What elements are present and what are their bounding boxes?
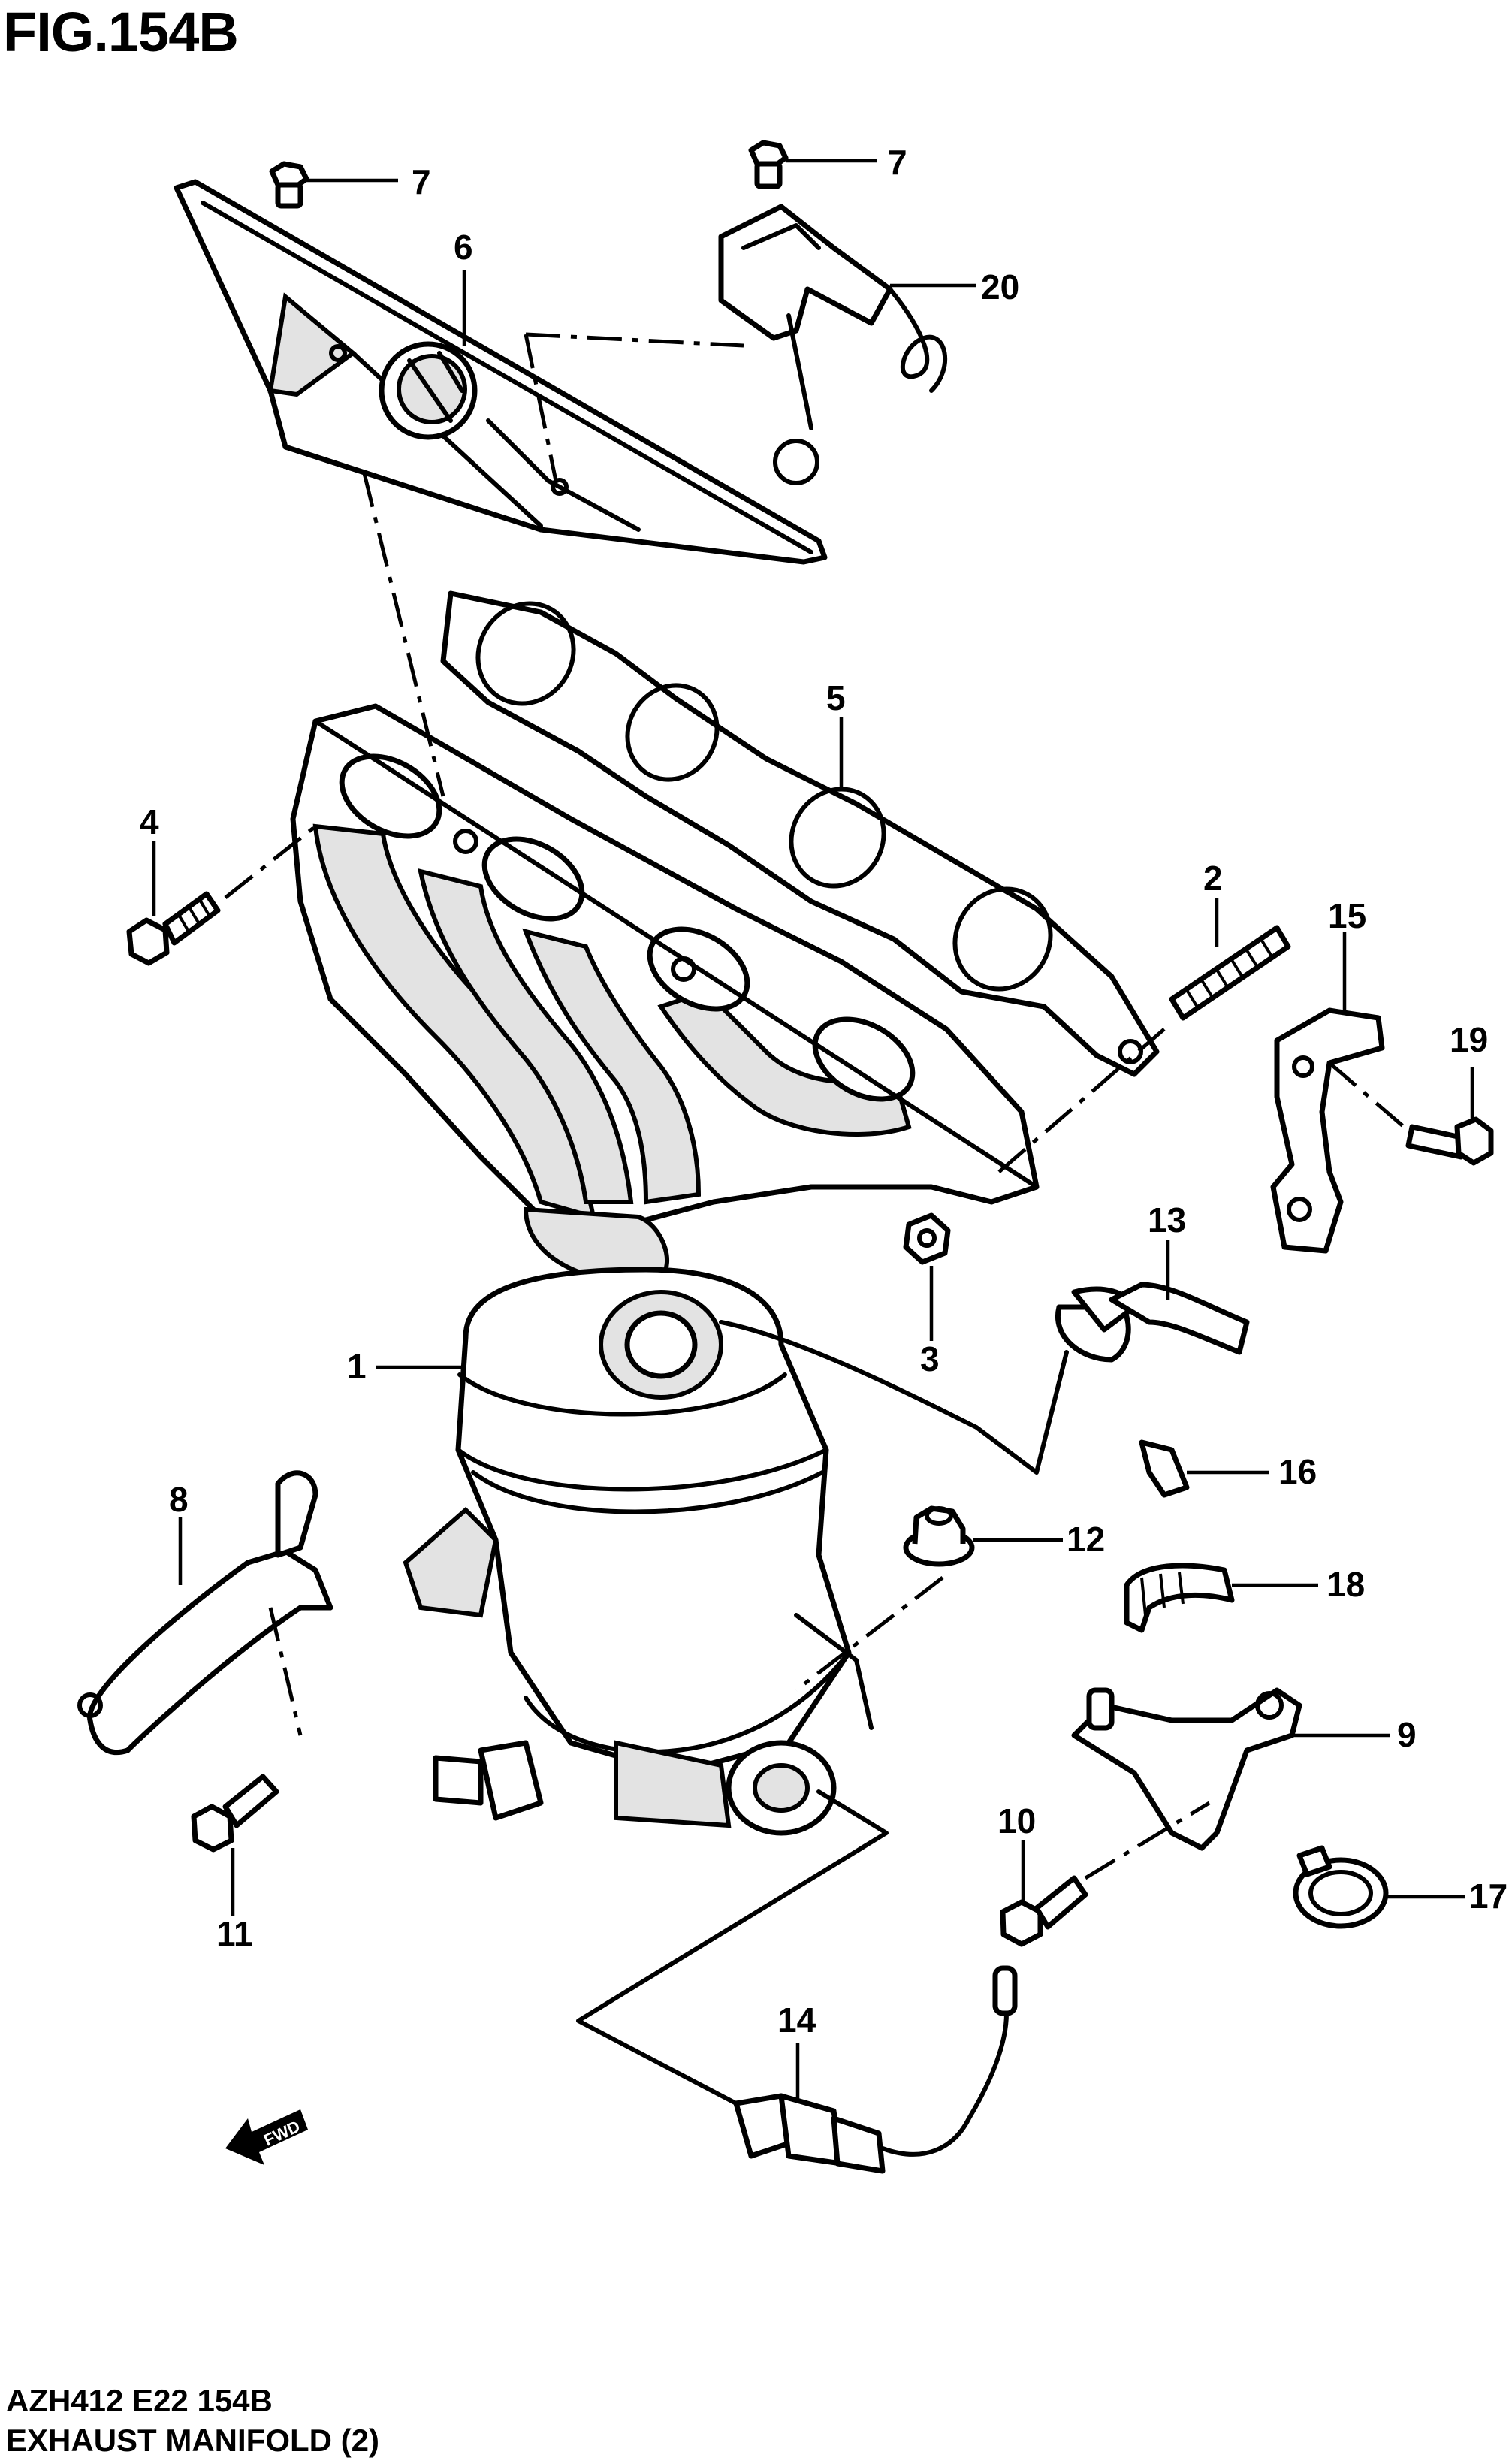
connector-line	[525, 332, 744, 348]
callout-19[interactable]: 19	[1450, 1020, 1488, 1059]
clip-18[interactable]	[1124, 1563, 1318, 1633]
bracket-9[interactable]	[1071, 1687, 1390, 1851]
stud-2[interactable]	[1169, 898, 1291, 1021]
forward-arrow-icon: FWD	[225, 2109, 308, 2165]
clamp-17[interactable]	[1293, 1845, 1465, 1929]
figure-code: AZH412 E22 154B	[6, 2383, 273, 2418]
bolt-19[interactable]	[1328, 1061, 1494, 1166]
callout-7-right[interactable]: 7	[888, 143, 907, 182]
callout-14[interactable]: 14	[777, 2000, 816, 2040]
callout-17[interactable]: 17	[1469, 1877, 1507, 1916]
bolt-7-left[interactable]	[269, 161, 398, 209]
callout-15[interactable]: 15	[1328, 896, 1366, 935]
callout-5[interactable]: 5	[826, 678, 846, 717]
callout-18[interactable]: 18	[1326, 1565, 1365, 1604]
callout-9[interactable]: 9	[1397, 1715, 1417, 1754]
clip-16[interactable]	[1139, 1439, 1269, 1498]
callout-6[interactable]: 6	[454, 228, 473, 267]
figure-title: FIG.154B	[3, 1, 239, 63]
connector-line	[997, 1028, 1166, 1173]
exhaust-manifold[interactable]	[290, 703, 1040, 1284]
nut-3[interactable]	[903, 1212, 951, 1341]
bolt-7-right[interactable]	[748, 140, 877, 189]
catalytic-converter-1[interactable]	[403, 1267, 874, 1836]
nut-12[interactable]	[795, 1505, 1063, 1692]
callout-8[interactable]: 8	[169, 1480, 189, 1519]
bracket-15[interactable]	[1270, 932, 1385, 1254]
oxygen-sensor-14[interactable]	[576, 1789, 1018, 2174]
callout-2[interactable]: 2	[1203, 859, 1223, 898]
callout-1[interactable]: 1	[347, 1347, 367, 1386]
bolt-4[interactable]	[126, 825, 317, 966]
bolt-11[interactable]	[191, 1774, 279, 1916]
connector-line	[362, 473, 445, 797]
callout-13[interactable]: 13	[1148, 1200, 1186, 1240]
callout-4[interactable]: 4	[140, 802, 159, 841]
heat-shield-upper[interactable]	[174, 179, 828, 565]
callout-16[interactable]: 16	[1278, 1452, 1317, 1491]
bracket-8[interactable]	[77, 1470, 333, 1756]
bolt-10[interactable]	[1000, 1801, 1211, 1947]
bracket-20[interactable]	[718, 204, 976, 485]
callout-11[interactable]: 11	[216, 1914, 253, 1953]
callout-20[interactable]: 20	[981, 267, 1019, 306]
oxygen-sensor-13[interactable]	[719, 1240, 1250, 1475]
callout-7-left[interactable]: 7	[412, 162, 431, 201]
gasket-5[interactable]	[440, 586, 1160, 1077]
connector-line	[524, 334, 558, 482]
callout-10[interactable]: 10	[997, 1801, 1036, 1840]
callout-12[interactable]: 12	[1067, 1520, 1105, 1559]
callout-3[interactable]: 3	[920, 1339, 940, 1378]
figure-name: EXHAUST MANIFOLD (2)	[6, 2423, 379, 2458]
